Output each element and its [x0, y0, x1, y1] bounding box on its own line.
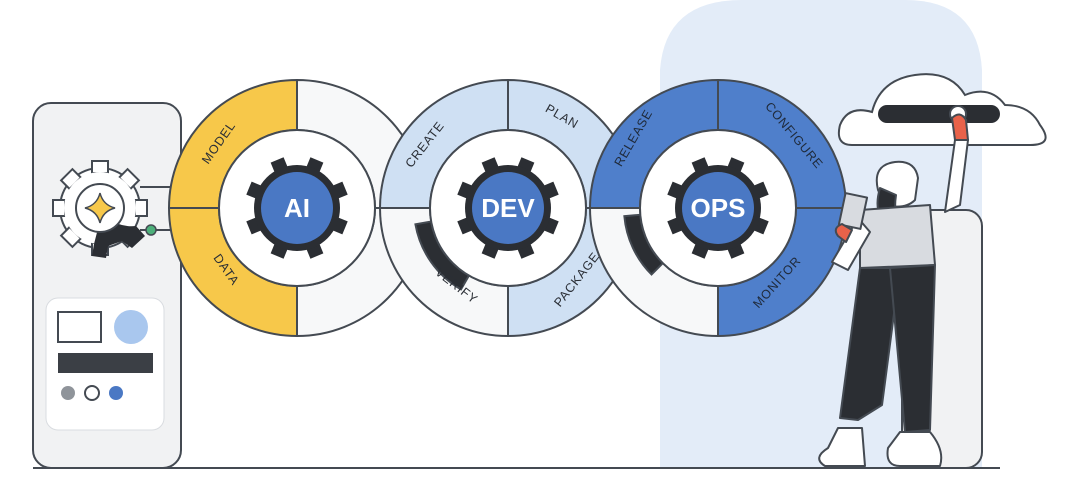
dot-outline-icon: [84, 385, 100, 401]
gear-hub: [261, 172, 333, 244]
hub-ops: OPS: [667, 157, 769, 259]
dashboard-card: [45, 297, 165, 431]
gear-hub: [682, 172, 754, 244]
progress-bar-icon: [58, 353, 153, 373]
gear-ops-icon: [667, 157, 769, 259]
person-illustration: [818, 113, 969, 467]
gear-ai-icon: [246, 157, 348, 259]
cloud-icon: [837, 73, 1047, 146]
dot-blue-icon: [109, 386, 123, 400]
gear-sparkle-icon: [52, 160, 148, 258]
hub-label-dev: DEV: [481, 193, 535, 223]
hub-dev: DEV: [457, 157, 559, 259]
hub-label-ops: OPS: [691, 193, 746, 223]
hub-label-ai: AI: [284, 193, 310, 223]
ring-ops: [588, 78, 848, 338]
gear-hub: [472, 172, 544, 244]
dot-gray-icon: [61, 386, 75, 400]
cloud-slider-track[interactable]: [878, 105, 1000, 123]
avatar-circle-icon: [114, 310, 148, 344]
gear-dev-icon: [457, 157, 559, 259]
hub-ai: AI: [246, 157, 348, 259]
image-placeholder-icon: [57, 311, 102, 343]
connector-dot-green-icon: [145, 224, 157, 236]
